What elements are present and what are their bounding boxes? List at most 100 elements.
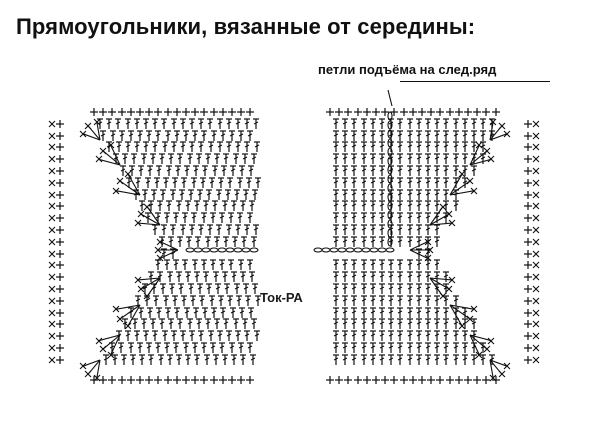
stitch-dc xyxy=(204,318,212,330)
fan-increase xyxy=(116,190,141,196)
stitch-dc xyxy=(415,224,423,236)
stitch-sc xyxy=(190,375,200,385)
stitch-dc xyxy=(406,271,414,283)
stitch-dc xyxy=(234,330,242,342)
stitch-dc xyxy=(396,295,404,307)
stitch-dc xyxy=(433,130,441,142)
stitch-dc xyxy=(239,200,247,212)
stitch-dc xyxy=(396,259,404,271)
stitch-dc xyxy=(225,224,233,236)
stitch-ss xyxy=(532,297,540,305)
stitch-dc xyxy=(387,283,395,295)
stitch-dc xyxy=(191,259,199,271)
stitch-dc xyxy=(415,130,423,142)
stitch-dc xyxy=(235,295,243,307)
stitch-dc xyxy=(332,212,340,224)
stitch-dc xyxy=(369,224,377,236)
stitch-ss xyxy=(48,191,56,199)
stitch-sc xyxy=(334,107,344,117)
stitch-dc xyxy=(157,354,165,366)
stitch-dc xyxy=(184,200,192,212)
stitch-dc xyxy=(332,318,340,330)
stitch-dc xyxy=(182,342,190,354)
stitch-sc xyxy=(245,375,255,385)
fan-increase xyxy=(96,122,101,141)
stitch-dc xyxy=(201,165,209,177)
stitch-ss xyxy=(116,177,124,185)
stitch-dc xyxy=(160,224,168,236)
stitch-dc xyxy=(213,236,221,248)
chain-stitch xyxy=(201,247,211,253)
stitch-dc xyxy=(406,212,414,224)
stitch-sc xyxy=(209,107,219,117)
stitch-dc xyxy=(415,212,423,224)
stitch-dc xyxy=(216,118,224,130)
stitch-sc xyxy=(135,107,145,117)
stitch-dc xyxy=(206,118,214,130)
stitch-sc xyxy=(426,107,436,117)
stitch-dc xyxy=(214,283,222,295)
stitch-dc xyxy=(230,271,238,283)
stitch-dc xyxy=(442,271,450,283)
stitch-dc xyxy=(360,330,368,342)
stitch-dc xyxy=(202,200,210,212)
stitch-dc xyxy=(387,307,395,319)
stitch-sc xyxy=(408,375,418,385)
fan-increase xyxy=(489,359,508,367)
stitch-dc xyxy=(332,141,340,153)
stitch-dc xyxy=(233,189,241,201)
stitch-ss xyxy=(48,273,56,281)
stitch-dc xyxy=(175,354,183,366)
stitch-ss xyxy=(95,155,103,163)
stitch-dc xyxy=(433,342,441,354)
stitch-dc xyxy=(406,189,414,201)
stitch-dc xyxy=(433,236,441,248)
stitch-dc xyxy=(246,342,254,354)
stitch-sc xyxy=(408,107,418,117)
stitch-sc xyxy=(523,260,533,270)
stitch-dc xyxy=(424,212,432,224)
stitch-dc xyxy=(332,118,340,130)
stitch-dc xyxy=(387,318,395,330)
stitch-dc xyxy=(369,283,377,295)
stitch-dc xyxy=(341,189,349,201)
stitch-dc xyxy=(146,165,154,177)
stitch-ss xyxy=(48,202,56,210)
stitch-dc xyxy=(163,259,171,271)
stitch-dc xyxy=(332,271,340,283)
stitch-ss xyxy=(475,141,483,149)
chain-stitch xyxy=(225,247,235,253)
stitch-sc xyxy=(472,375,482,385)
stitch-dc xyxy=(246,130,254,142)
stitch-dc xyxy=(470,165,478,177)
stitch-dc xyxy=(225,330,233,342)
stitch-dc xyxy=(470,118,478,130)
stitch-dc xyxy=(452,141,460,153)
stitch-dc xyxy=(406,354,414,366)
chain-stitch xyxy=(217,247,227,253)
stitch-ss xyxy=(48,285,56,293)
stitch-dc xyxy=(396,318,404,330)
stitch-sc xyxy=(55,119,65,129)
stitch-dc xyxy=(424,200,432,212)
stitch-dc xyxy=(188,224,196,236)
stitch-ss xyxy=(48,297,56,305)
stitch-dc xyxy=(222,236,230,248)
stitch-dc xyxy=(415,153,423,165)
stitch-dc xyxy=(140,318,148,330)
stitch-ss xyxy=(532,356,540,364)
stitch-ss xyxy=(48,309,56,317)
stitch-dc xyxy=(162,295,170,307)
fan-increase xyxy=(429,213,450,226)
stitch-dc xyxy=(442,141,450,153)
stitch-dc xyxy=(194,236,202,248)
stitch-dc xyxy=(332,307,340,319)
stitch-dc xyxy=(137,165,145,177)
stitch-dc xyxy=(341,271,349,283)
stitch-dc xyxy=(442,342,450,354)
stitch-dc xyxy=(216,141,224,153)
stitch-dc xyxy=(406,130,414,142)
stitch-dc xyxy=(433,307,441,319)
stitch-dc xyxy=(173,130,181,142)
stitch-dc xyxy=(220,165,228,177)
